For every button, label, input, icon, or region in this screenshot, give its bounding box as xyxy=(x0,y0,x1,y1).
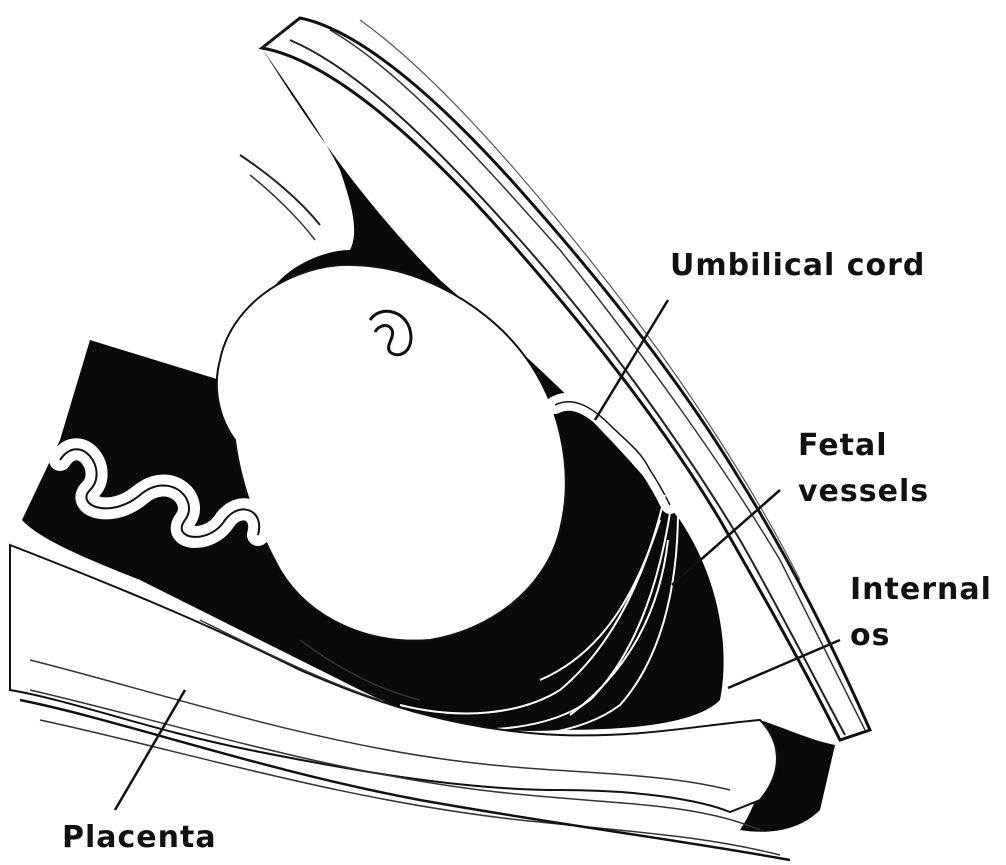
label-internal-os-line1: Internal xyxy=(850,572,992,608)
label-fetal-vessels-line1: Fetal xyxy=(798,428,888,464)
label-fetal-vessels-line2: vessels xyxy=(798,474,929,510)
label-internal-os-line2: os xyxy=(850,618,890,654)
label-placenta: Placenta xyxy=(62,820,217,856)
label-umbilical-cord: Umbilical cord xyxy=(670,248,925,284)
